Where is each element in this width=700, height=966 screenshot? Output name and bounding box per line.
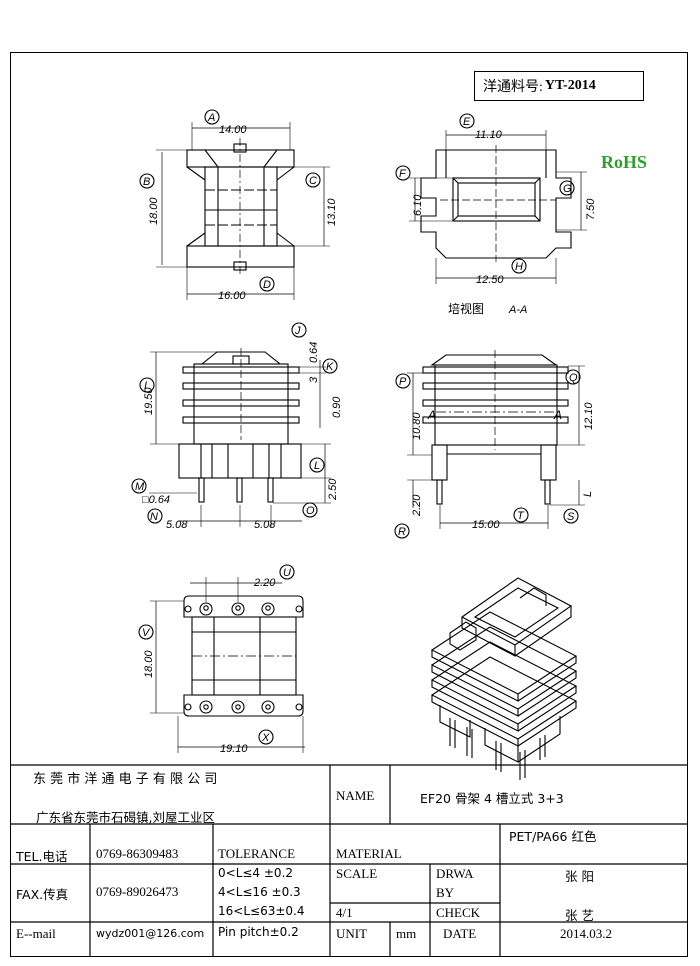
date-value: 2014.03.2 [560,926,612,941]
dim-letter: L [314,460,320,472]
tolerance-label: TOLERANCE [218,846,296,861]
dim-letter: M [135,481,145,493]
dim-letter: N [150,511,158,523]
dim-letter: H [515,261,523,273]
dim-front-K-small: 3 [308,376,320,383]
dim-top-B: 18.00 [148,197,160,225]
dim-front-K: 0.90 [331,396,343,418]
rohs-mark: RoHS [601,152,648,172]
dim-letter: U [283,567,291,579]
side-view [394,350,585,539]
checked-by: 张 艺 [565,908,594,923]
dim-letter: V [142,627,151,639]
dim-sec-H: 12.50 [476,274,504,286]
dim-letter: E [463,116,471,128]
tolerance-row-1: 0<L≤4 ±0.2 [218,866,294,880]
title-block-grid [10,764,688,957]
section-view [395,113,587,284]
dim-front-I: 19.50 [143,387,155,415]
dim-letter: T [517,510,525,522]
part-number-value: YT-2014 [544,78,596,93]
dim-front-N: 5.08 [166,519,188,531]
dim-side-T: 15.00 [472,519,500,531]
top-view [139,109,330,300]
dim-bottom-U: 2.20 [253,577,276,589]
drawing-frame [10,52,688,957]
tolerance-row-4: Pin pitch±0.2 [218,925,299,939]
dim-letter: X [261,732,270,744]
section-label: A-A [508,304,527,316]
section-mark-left: A [427,408,436,422]
dim-letter: F [399,168,407,180]
dim-letter: A [207,112,215,124]
check-label: CHECK [436,905,481,920]
dim-top-C: 13.10 [326,198,338,226]
dim-top-D: 16.00 [218,290,246,302]
dim-letter: B [143,176,150,188]
dim-sec-E: 11.10 [475,129,503,141]
scale-label: SCALE [336,866,378,881]
date-label: DATE [443,926,477,941]
dim-front-N2: 5.08 [254,519,276,531]
dim-letter: S [567,511,575,523]
unit-label: UNIT [336,926,368,941]
email-label: E--mail [16,926,56,941]
part-name: EF20 骨架 4 槽立式 3+3 [420,791,564,806]
drawn-label: DRWA [436,866,474,881]
dim-front-M: □0.64 [142,494,170,506]
dim-letter: R [398,526,406,538]
tolerance-row-3: 16<L≤63±0.4 [218,904,305,918]
dim-bottom-V: 18.00 [143,650,155,678]
material-label: MATERIAL [336,846,402,861]
part-number-label: 洋通料号: [483,80,543,95]
company-address: 广东省东莞市石碣镇,刘屋工业区 [36,810,215,825]
dim-bottom-X: 19.10 [220,743,248,755]
drawn-by: 张 阳 [565,869,594,884]
company-name: 东 莞 市 洋 通 电 子 有 限 公 司 [33,772,218,787]
section-caption: 培视图 [448,301,484,316]
front-view [131,322,338,527]
material-value: PET/PA66 红色 [509,829,597,844]
dim-sec-G: 7.50 [585,198,597,220]
dim-letter: D [263,279,271,291]
dim-sec-F: 6.10 [412,194,424,216]
fax-value: 0769-89026473 [96,884,179,899]
scale-value: 4/1 [336,905,353,920]
part-number-box: 洋通料号: YT-2014 [474,71,644,101]
unit-value: mm [396,926,417,941]
dim-front-J: 0.64 [308,342,320,363]
tel-value: 0769-86309483 [96,846,179,861]
dim-top-A: 14.00 [219,124,247,136]
dim-letter: Q [569,372,578,384]
dim-letter: P [399,376,407,388]
dim-letter: K [326,361,334,373]
dim-letter: J [294,325,301,337]
tel-label: TEL.电话 [16,849,68,864]
bottom-view [138,564,305,753]
dim-side-Q: 12.10 [583,402,595,430]
fax-label: FAX.传真 [16,887,69,902]
tolerance-row-2: 4<L≤16 ±0.3 [218,885,301,899]
name-label: NAME [336,788,375,803]
dim-side-S: L [582,491,594,497]
dim-side-R: 2.20 [411,494,423,517]
dim-letter: I [144,380,147,392]
isometric-view [430,577,578,780]
section-mark-right: A [553,408,562,422]
dim-side-P: 10.80 [411,412,423,440]
email-value: wydz001@126.com [96,927,205,940]
dim-letter: G [563,183,572,195]
dim-letter: C [309,175,317,187]
dim-letter: O [306,505,315,517]
drawn-label-2: BY [436,885,455,900]
dim-front-L: 2.50 [327,478,339,501]
